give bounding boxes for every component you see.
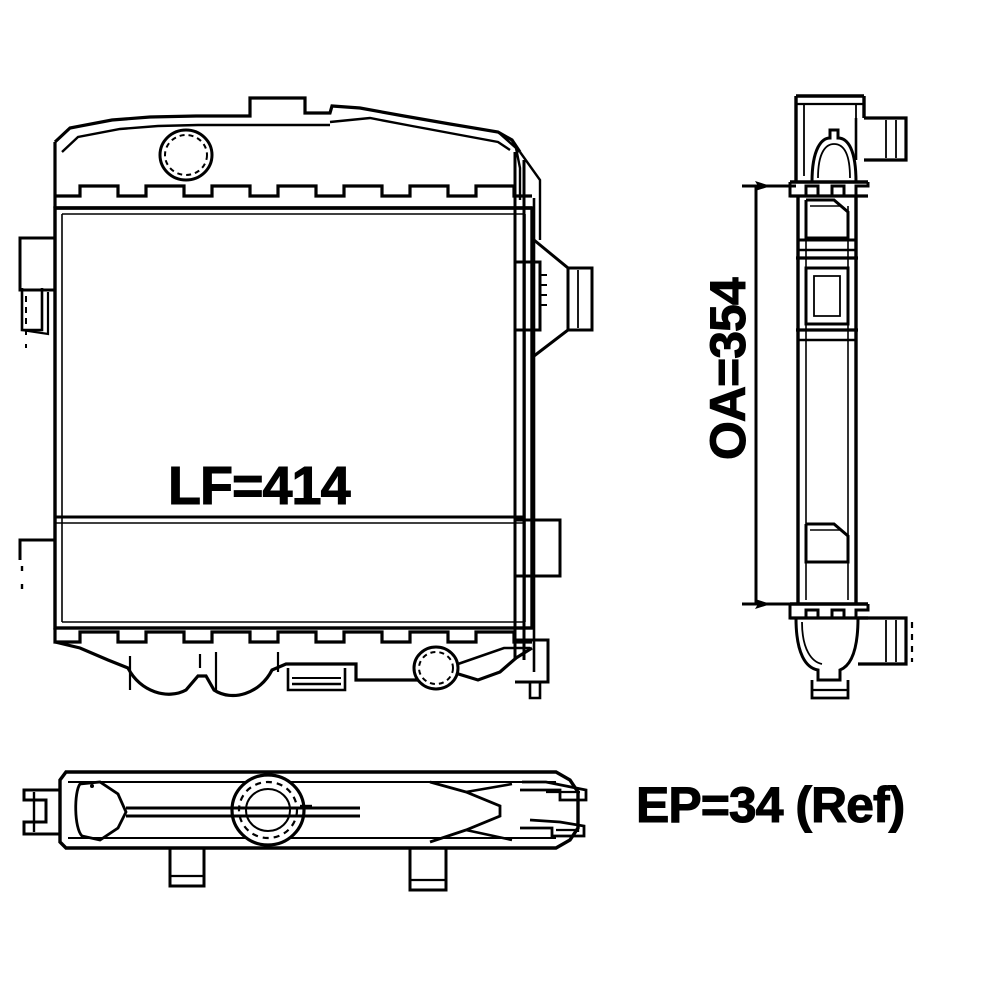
side-view: OA=354 xyxy=(700,94,914,700)
front-top-tank xyxy=(53,96,522,200)
bottom-right-gusset xyxy=(457,638,550,700)
bottom-internal-tube xyxy=(126,804,360,818)
left-mounting-brackets xyxy=(18,236,55,592)
front-view: LF=414 xyxy=(18,96,594,700)
side-bottom-tank xyxy=(788,602,914,700)
ep-dimension-label: EP=34 (Ref) xyxy=(636,777,904,833)
bottom-view: EP=34 (Ref) xyxy=(22,770,906,892)
bottom-right-fittings xyxy=(520,780,588,838)
radiator-core xyxy=(53,206,534,630)
side-upper-bracket xyxy=(798,198,856,252)
bottom-right-pocket xyxy=(429,780,513,844)
side-middle-bracket xyxy=(796,256,858,342)
right-outlet-assembly xyxy=(513,151,594,672)
filler-cap-icon xyxy=(158,128,214,182)
oa-dimension xyxy=(742,181,796,609)
side-top-tank xyxy=(788,94,908,198)
bottom-left-bracket xyxy=(22,788,60,836)
drain-plug-icon xyxy=(412,645,460,691)
oa-dimension-label: OA=354 xyxy=(700,277,756,460)
front-bottom-tank xyxy=(53,628,533,698)
side-lower-bracket xyxy=(804,522,850,564)
lf-dimension-label: LF=414 xyxy=(168,456,351,516)
bottom-view-stubs xyxy=(168,848,448,892)
bottom-left-pocket xyxy=(74,780,128,842)
top-tank-tabs xyxy=(53,184,532,210)
bottom-filler-cap-icon xyxy=(230,773,306,847)
